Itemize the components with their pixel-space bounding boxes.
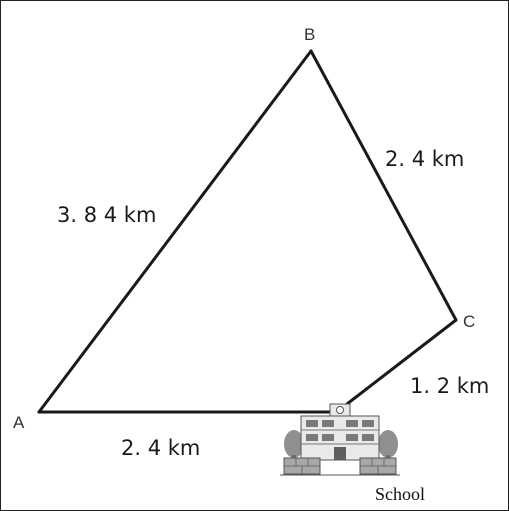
segment-b-c xyxy=(309,49,458,322)
distance-label-c-school: 1. 2 km xyxy=(410,374,489,398)
school-label: School xyxy=(375,484,425,504)
school-building-icon xyxy=(280,403,400,476)
distance-label-bc: 2. 4 km xyxy=(385,147,464,171)
distance-label-a-school: 2. 4 km xyxy=(121,436,200,460)
distance-label-ab: 3. 8 4 km xyxy=(57,203,156,227)
vertex-label-b: B xyxy=(304,25,315,44)
vertex-label-c: C xyxy=(463,312,475,331)
segment-a-b xyxy=(37,49,313,414)
segment-c-school xyxy=(345,318,458,406)
vertex-label-a: A xyxy=(13,413,25,432)
